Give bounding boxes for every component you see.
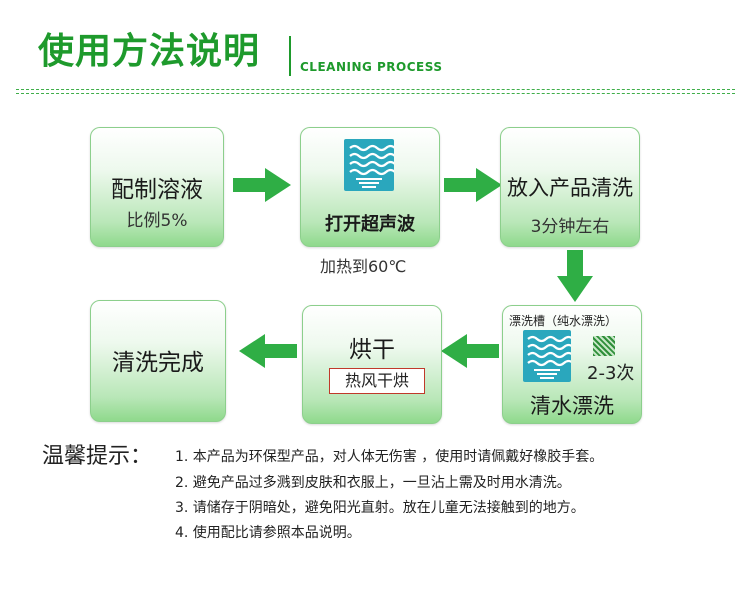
tip-item: 3. 请储存于阴暗处，避免阳光直射。放在儿童无法接触到的地方。 [175, 500, 585, 516]
tip-item: 4. 使用配比请参照本品说明。 [175, 525, 361, 541]
step-prepare-solution: 配制溶液 比例5% [90, 127, 224, 247]
right-arrow-icon [233, 168, 291, 202]
hatch-swatch [593, 336, 615, 356]
step-ultrasonic: 打开超声波 [300, 127, 440, 247]
title-divider [289, 36, 291, 76]
page-title: 使用方法说明 [38, 31, 261, 72]
step-complete: 清洗完成 [90, 300, 226, 422]
dry-method-tag: 热风干烘 [329, 368, 425, 394]
ultrasonic-wave-icon [523, 330, 574, 382]
left-arrow-icon [441, 334, 499, 368]
rinse-count: 2-3次 [587, 363, 635, 384]
page-subtitle: CLEANING PROCESS [300, 60, 443, 74]
step-title: 配制溶液 [111, 177, 203, 203]
step-bottom-title: 清水漂洗 [530, 394, 614, 418]
step-ratio: 比例5% [126, 211, 188, 231]
step-duration: 3分钟左右 [530, 217, 610, 237]
header-rule-2 [16, 93, 735, 94]
step-title: 烘干 [349, 337, 395, 363]
step-title: 清洗完成 [112, 350, 204, 376]
heating-caption: 加热到60℃ [320, 257, 407, 276]
tip-item: 2. 避免产品过多溅到皮肤和衣服上，一旦沾上需及时用水清洗。 [175, 475, 571, 491]
header-rule-1 [16, 89, 735, 90]
step-title: 打开超声波 [325, 214, 415, 235]
ultrasonic-wave-icon [344, 139, 396, 191]
step-title: 漂洗槽（纯水漂洗） [509, 314, 618, 328]
step-clean-product: 放入产品清洗 3分钟左右 [500, 127, 640, 247]
tip-item: 1. 本产品为环保型产品，对人体无伤害 ，使用时请佩戴好橡胶手套。 [175, 449, 604, 465]
step-title: 放入产品清洗 [507, 176, 633, 200]
right-arrow-icon [444, 168, 502, 202]
step-rinse: 漂洗槽（纯水漂洗） 2-3次 清水漂洗 [502, 305, 642, 424]
down-arrow-icon [557, 250, 593, 302]
tips-label: 温馨提示： [42, 444, 153, 469]
step-dry: 烘干 热风干烘 [302, 305, 442, 424]
left-arrow-icon [239, 334, 297, 368]
